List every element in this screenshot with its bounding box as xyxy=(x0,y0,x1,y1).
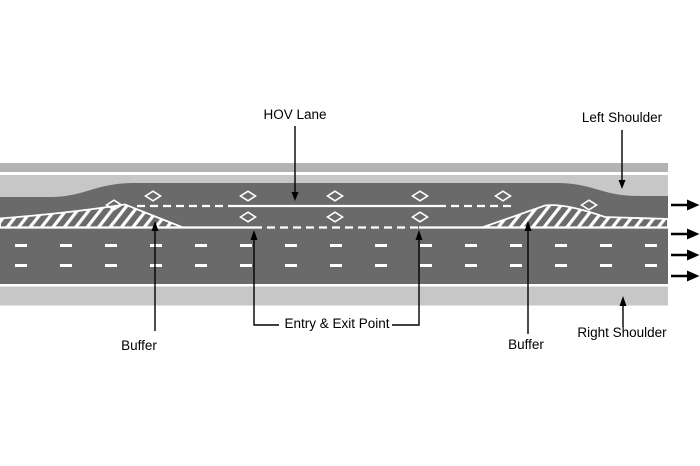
traffic-arrow-icon xyxy=(687,270,700,282)
up-arrow-icon xyxy=(151,221,159,231)
entry-exit-point-label: Entry & Exit Point xyxy=(284,316,390,331)
traffic-arrow-icon xyxy=(687,249,700,261)
entry-exit-right-arrow xyxy=(392,239,420,326)
diamond-icon xyxy=(580,199,598,211)
entry-exit-left-arrow xyxy=(253,239,279,326)
up-arrow-icon xyxy=(619,296,627,306)
buffer-zone-right xyxy=(481,204,669,229)
diamond-icon xyxy=(239,190,257,202)
up-arrow-icon xyxy=(250,230,258,240)
diamond-icon xyxy=(411,190,429,202)
traffic-arrow-icon xyxy=(687,199,700,211)
down-arrow-icon xyxy=(291,192,299,201)
annotation-arrows xyxy=(151,126,627,334)
diamond-icon xyxy=(326,190,344,202)
right-shoulder-edge-line xyxy=(0,284,668,287)
up-arrow-icon xyxy=(524,221,532,231)
diamond-icon xyxy=(105,199,123,211)
left-shoulder-label: Left Shoulder xyxy=(581,110,663,125)
right-shoulder-area xyxy=(0,286,668,306)
diamond-icon xyxy=(326,211,344,223)
traffic-direction-arrows xyxy=(671,199,700,282)
roadway xyxy=(0,183,668,284)
hov-diamond-markings xyxy=(105,190,598,223)
right-shoulder-label: Right Shoulder xyxy=(577,325,667,340)
diamond-icon xyxy=(411,211,429,223)
diamond-icon xyxy=(239,211,257,223)
diamond-icon xyxy=(144,190,162,202)
buffer-zone-left xyxy=(0,203,184,229)
buffer-left-label: Buffer xyxy=(121,338,157,353)
buffer-right-label: Buffer xyxy=(508,337,544,352)
hov-lane-label: HOV Lane xyxy=(263,107,327,122)
left-shoulder-edge-line xyxy=(0,172,668,175)
traffic-arrow-icon xyxy=(687,228,700,240)
median-strip xyxy=(0,163,668,172)
down-arrow-icon xyxy=(618,180,626,189)
up-arrow-icon xyxy=(415,230,423,240)
diamond-icon xyxy=(494,190,512,202)
